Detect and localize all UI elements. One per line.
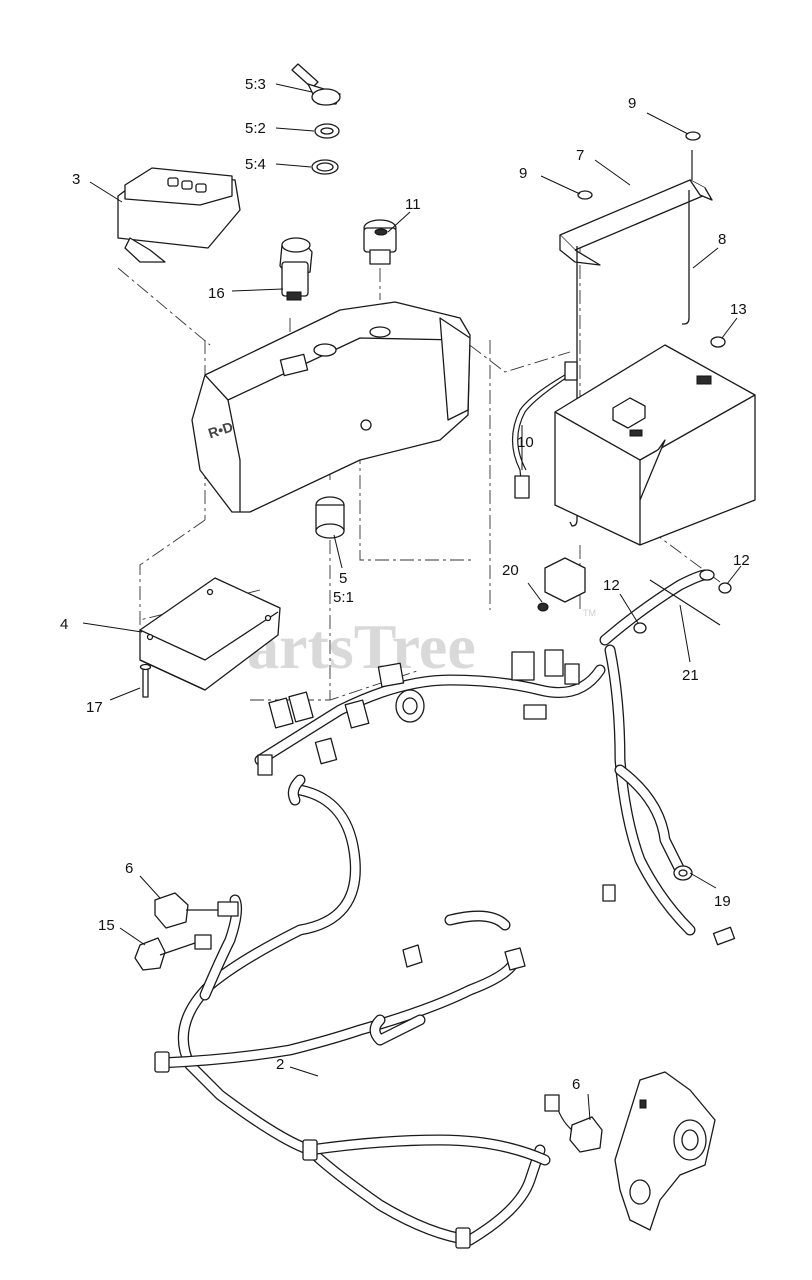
bolt-12-left [633,622,647,634]
controller-module [139,577,281,691]
callout-9-left: 9 [519,165,527,182]
svg-text:R•D: R•D [206,418,235,441]
leader-lines [82,83,742,1121]
nut-9-right [685,131,701,141]
callout-8: 8 [718,231,726,248]
ignition-key [291,63,341,106]
wire-lead-10 [511,361,578,499]
component-20 [537,557,586,612]
battery-cable-21 [599,569,732,646]
watermark-tm: TM [583,608,596,618]
callout-4: 4 [60,616,68,633]
callout-10: 10 [517,434,534,451]
callout-21: 21 [682,667,699,684]
bolt-12-right [718,582,732,594]
switch-16 [279,237,313,301]
callout-7: 7 [576,147,584,164]
callout-5-1: 5:1 [333,589,354,606]
display-cover [117,167,241,263]
callout-20: 20 [502,562,519,579]
relay-6-left [154,892,239,929]
nut-9-left [577,190,593,200]
battery [554,344,756,546]
callout-2: 2 [276,1056,284,1073]
battery-hold-down [559,179,713,266]
callout-17: 17 [86,699,103,716]
callout-5-3: 5:3 [245,76,266,93]
callout-13: 13 [730,301,747,318]
screw-17 [139,663,152,698]
relay-6-bottom [544,1094,603,1153]
callout-6-left: 6 [125,860,133,877]
j-rod-8 [682,190,690,325]
callout-12-right: 12 [733,552,750,569]
ignition-switch [315,496,345,539]
callout-11: 11 [405,196,421,213]
callout-16: 16 [208,285,225,302]
callout-5: 5 [339,570,347,587]
dash-panel: R•D [191,301,471,513]
brake-bracket [614,1071,716,1231]
switch-15 [134,934,212,971]
callout-labels: 5:3 5:2 5:4 3 16 11 9 9 7 8 13 10 5 5:1 … [60,76,750,1093]
outlet-11 [363,219,397,265]
callout-19: 19 [714,893,731,910]
upper-harness [254,644,736,946]
callout-5-2: 5:2 [245,120,266,137]
main-harness [154,784,551,1249]
callout-12-left: 12 [603,577,620,594]
callout-3: 3 [72,171,80,188]
callout-5-4: 5:4 [245,156,266,173]
callout-6-bottom: 6 [572,1076,580,1093]
callout-9-right: 9 [628,95,636,112]
callout-15: 15 [98,917,115,934]
nut-13 [710,336,726,348]
